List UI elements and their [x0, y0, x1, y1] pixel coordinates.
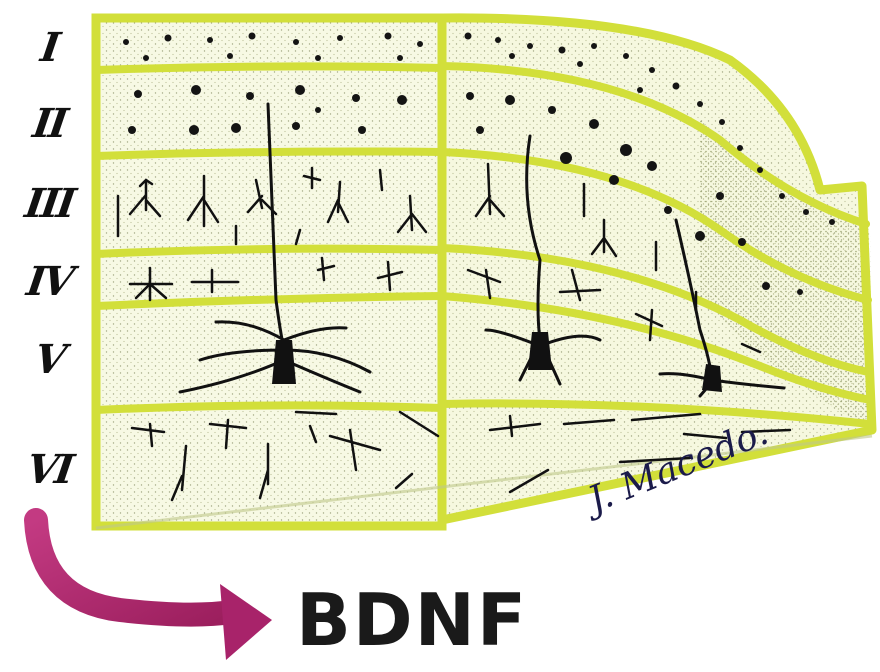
layer-label-vi: VI [11, 446, 88, 493]
layer-label-ii: II [11, 100, 88, 147]
layer-label-iii: III [11, 180, 88, 227]
layer-label-i: I [11, 24, 88, 71]
bdnf-label: BDNF [296, 584, 528, 656]
layer-label-iv: IV [11, 258, 88, 305]
layer-label-v: V [11, 336, 88, 383]
bdnf-arrow [36, 520, 272, 660]
